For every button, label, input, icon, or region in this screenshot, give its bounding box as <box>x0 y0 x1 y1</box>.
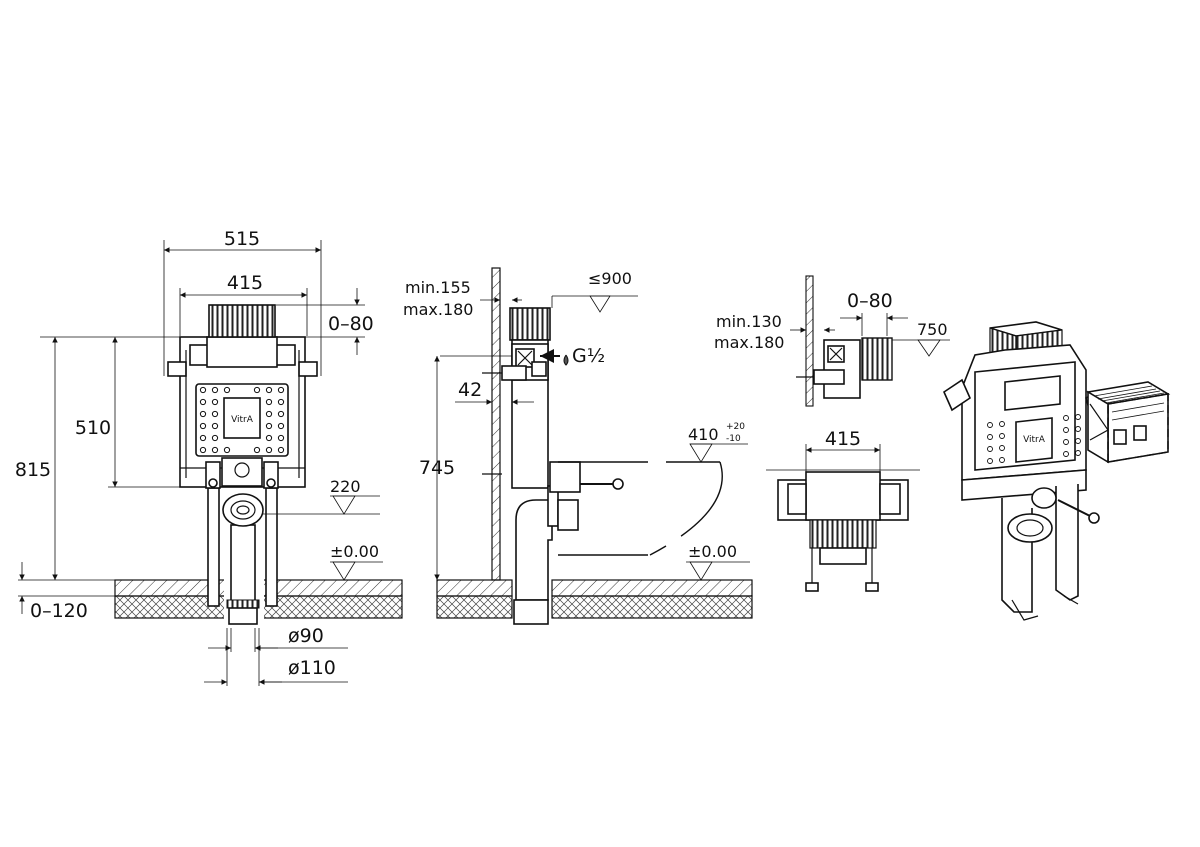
isometric-detail <box>1085 381 1171 464</box>
dim-pipe-small: ø90 <box>288 625 324 647</box>
dim-side-floor-level: ±0.00 <box>688 542 737 561</box>
dim-bowl-level: 220 <box>330 477 361 496</box>
dim-side-top-limit: ≤900 <box>588 269 632 288</box>
front-panel: VitrA <box>195 383 289 457</box>
side-wall <box>491 267 501 581</box>
isometric-view: VitrA <box>942 321 1106 621</box>
dim-side-bowl-tol-minus: -10 <box>726 434 741 444</box>
front-view: VitrA 515 415 0–80 <box>15 228 403 686</box>
dim-side-inlet-offset: 42 <box>458 379 482 401</box>
front-dimensions: 515 415 0–80 510 815 0–120 220 <box>15 228 383 686</box>
front-fittings <box>205 457 279 489</box>
dim-frame-height: 510 <box>75 417 111 439</box>
front-cistern-top <box>208 304 276 338</box>
dim-floor-range: 0–120 <box>30 600 88 622</box>
front-brand-logo: VitrA <box>231 415 254 425</box>
front-floor <box>114 578 403 620</box>
dim-side-bowl-projection: 410 <box>688 425 719 444</box>
side-bowl <box>558 461 723 556</box>
plan-view: 415 <box>766 428 920 592</box>
dim-side-bowl-tol-plus: +20 <box>726 422 745 432</box>
dim-width-outer: 515 <box>224 228 260 250</box>
dim-width-inner: 415 <box>227 272 263 294</box>
dim-top-limit: 750 <box>917 320 948 339</box>
side-view: min.155 max.180 ≤900 G½ 745 42 410 +20 -… <box>403 267 753 625</box>
iso-brand-logo: VitrA <box>1023 435 1046 445</box>
dim-side-inlet-height: 745 <box>419 457 455 479</box>
dim-top-gap-max: max.180 <box>714 333 784 352</box>
dim-top-gap-min: min.130 <box>716 312 782 331</box>
dim-top-tank-offset: 0–80 <box>847 290 893 312</box>
side-floor <box>436 579 753 619</box>
dim-pipe-large: ø110 <box>288 657 336 679</box>
top-view-small: 0–80 min.130 max.180 750 <box>714 275 950 407</box>
dim-side-inlet: G½ <box>572 345 605 367</box>
dim-plan-width: 415 <box>825 428 861 450</box>
dim-side-gap-max: max.180 <box>403 300 473 319</box>
front-drain-pipe <box>222 493 264 625</box>
dim-floor-level: ±0.00 <box>330 542 379 561</box>
dim-side-gap-min: min.155 <box>405 278 471 297</box>
dim-tank-offset: 0–80 <box>328 313 374 335</box>
dim-total-height: 815 <box>15 459 51 481</box>
side-dimensions: min.155 max.180 ≤900 G½ 745 42 410 +20 -… <box>403 269 750 581</box>
